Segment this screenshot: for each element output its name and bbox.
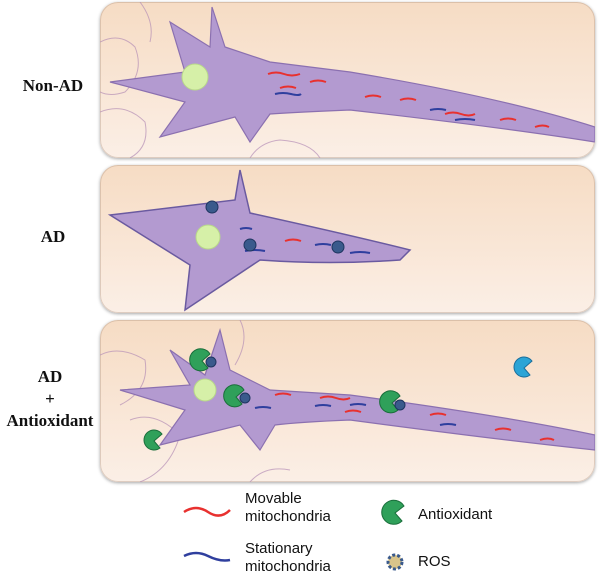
panel-ad — [100, 165, 595, 313]
row-label-ad: AD — [40, 227, 66, 246]
neuron-body — [107, 169, 412, 312]
neuron-body — [119, 327, 595, 452]
movable-mitochondria — [284, 238, 302, 242]
row-label-ad-antioxidant: AD + Antioxidant — [0, 366, 100, 432]
stationary-mitochondria — [239, 227, 371, 254]
ad-neuron-illustration — [107, 169, 412, 312]
surrounding-cells — [100, 2, 321, 158]
free-antioxidant-upper — [513, 356, 533, 378]
ros-particles — [205, 200, 345, 254]
movable-mitochondria — [267, 71, 550, 128]
nucleus — [195, 224, 221, 250]
legend-stationary-line2: mitochondria — [245, 558, 331, 575]
row-label-plus-line: + — [45, 389, 55, 408]
ad-antioxidant-neuron-illustration — [100, 320, 595, 482]
stationary-mitochondria — [274, 92, 476, 121]
movable-mitochondria — [274, 392, 555, 441]
non-ad-neuron-illustration — [100, 2, 595, 158]
panel-ad-antioxidant — [100, 320, 595, 482]
neuron-body — [109, 6, 595, 144]
nucleus — [181, 63, 209, 91]
free-antioxidant-lower — [143, 429, 163, 451]
stationary-mitochondria-legend-icon — [183, 551, 231, 562]
row-label-antioxidant-line: Antioxidant — [6, 411, 94, 430]
legend-movable-line1: Movable — [245, 490, 302, 507]
legend-stationary-line1: Stationary — [245, 540, 313, 557]
nucleus — [193, 378, 217, 402]
legend-ros-label: ROS — [418, 553, 451, 570]
legend-antioxidant-label: Antioxidant — [418, 506, 493, 523]
row-label-ad-line: AD — [37, 367, 63, 386]
legend-movable-line2: mitochondria — [245, 508, 331, 525]
antioxidant-ros-complexes — [189, 348, 406, 414]
antioxidant-legend-icon — [381, 499, 405, 525]
legend-stationary-label: Stationary mitochondria — [245, 540, 331, 576]
stationary-mitochondria — [254, 403, 457, 426]
movable-mitochondria-legend-icon — [183, 506, 231, 517]
legend-movable-label: Movable mitochondria — [245, 490, 331, 526]
panel-non-ad — [100, 2, 595, 158]
row-label-non-ad: Non-AD — [22, 76, 84, 95]
ros-legend-icon — [386, 553, 404, 571]
